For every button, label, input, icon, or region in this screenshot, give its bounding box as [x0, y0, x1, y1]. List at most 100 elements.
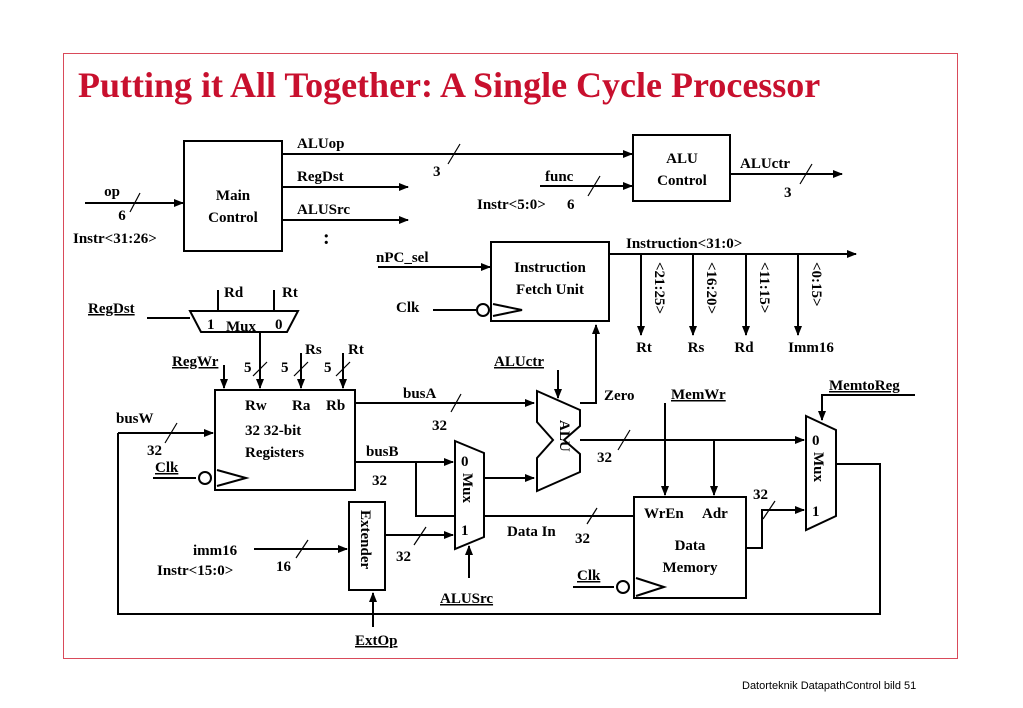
aluctr-width: 3: [784, 185, 792, 201]
op-label: op: [104, 184, 120, 200]
memory-clock-triangle: [635, 577, 668, 597]
aluop-label: ALUop: [297, 136, 345, 152]
instruction-label: Instruction<31:0>: [626, 236, 742, 252]
memory-clk-bubble: [616, 580, 630, 594]
data-memory: [633, 496, 747, 599]
memtoreg-mux-in1: 1: [812, 504, 820, 520]
register-clk-label: Clk: [155, 460, 179, 476]
reg-rs-label: Rs: [305, 342, 322, 358]
alusrc-ctrl-label: ALUSrc: [440, 591, 493, 607]
memory-port-wren: WrEn: [644, 506, 684, 522]
busw-label: busW: [116, 411, 154, 427]
ra-width: 5: [281, 360, 289, 376]
regdst-mux-in1: 1: [207, 317, 215, 333]
alusrc-mux-in1: 1: [461, 523, 469, 539]
rb-width-tick: [335, 361, 351, 377]
memtoreg-ctrl-wire: [818, 394, 915, 421]
busa-label: busA: [403, 386, 437, 402]
func-width-tick: [587, 175, 601, 197]
mux-rd-label: Rd: [224, 285, 244, 301]
datain-label: Data In: [507, 524, 556, 540]
rb-width: 5: [324, 360, 332, 376]
busb-width: 32: [372, 473, 387, 489]
aluop-width: 3: [433, 164, 441, 180]
instr-31-26-label: Instr<31:26>: [73, 231, 157, 247]
port-rw: Rw: [245, 398, 267, 414]
port-ra: Ra: [292, 398, 311, 414]
alusrc-mux: [454, 439, 485, 551]
register-file: [214, 389, 356, 491]
memtoreg-mux-in0: 0: [812, 433, 820, 449]
rw-width: 5: [244, 360, 252, 376]
field-out-rd: Rd: [734, 340, 754, 356]
regdst-mux-label: Mux: [226, 319, 257, 335]
aluctr-input-label: ALUctr: [494, 354, 544, 370]
alu-result-width-tick: [617, 429, 631, 451]
memory-label-2: Memory: [663, 560, 718, 576]
field-range-21-25: <21:25>: [651, 262, 667, 314]
slide-frame: [63, 53, 958, 659]
zero-label: Zero: [604, 388, 635, 404]
register-clk-bubble: [198, 471, 212, 485]
field-out-rs: Rs: [688, 340, 705, 356]
busa-width-tick: [450, 393, 462, 413]
main-control-label-2: Control: [208, 210, 258, 226]
memtoreg-mux: [805, 414, 837, 532]
reg-rt-label: Rt: [348, 342, 364, 358]
register-label-1: 32 32-bit: [245, 423, 301, 439]
alu-result-width: 32: [597, 450, 612, 466]
func-width: 6: [567, 197, 575, 213]
memory-port-adr: Adr: [702, 506, 728, 522]
imm16-width: 16: [276, 559, 292, 575]
fetch-label-1: Instruction: [514, 260, 586, 276]
fetch-label-2: Fetch Unit: [516, 282, 584, 298]
imm16-label: imm16: [193, 543, 238, 559]
register-label-2: Registers: [245, 445, 304, 461]
extender: [348, 501, 386, 591]
memory-out-wire: [747, 506, 805, 549]
memory-label-1: Data: [675, 538, 706, 554]
alu-control-block: [632, 134, 731, 202]
regdst-mux-in0: 0: [275, 317, 283, 333]
memtoreg-ctrl-label: MemtoReg: [829, 378, 900, 394]
datain-width-tick: [586, 507, 598, 525]
memwr-label: MemWr: [671, 387, 726, 403]
field-out-imm16: Imm16: [788, 340, 834, 356]
alu-label: ALU: [556, 420, 572, 452]
busa-width: 32: [432, 418, 447, 434]
regdst-ctrl-label: RegDst: [88, 301, 135, 317]
busw-width-tick: [164, 422, 178, 444]
port-rb: Rb: [326, 398, 345, 414]
slide-footer: Datorteknik DatapathControl bild 51: [742, 680, 917, 692]
aluctr-out-label: ALUctr: [740, 156, 790, 172]
register-clock-triangle: [216, 469, 250, 487]
memory-clk-label: Clk: [577, 568, 601, 584]
memory-out-width-tick: [762, 500, 776, 520]
imm16-width-tick: [295, 539, 309, 559]
alu-control-label-2: Control: [657, 173, 707, 189]
alusrc-out-label: ALUSrc: [297, 202, 350, 218]
alusrc-mux-label: Mux: [459, 473, 475, 504]
main-control-block: [183, 140, 283, 252]
extop-label: ExtOp: [355, 633, 398, 649]
busb-to-datain-wire: [415, 462, 634, 517]
field-out-rt: Rt: [636, 340, 652, 356]
field-range-11-15: <11:15>: [756, 262, 772, 313]
fetch-clock-triangle: [492, 303, 523, 317]
busw-width: 32: [147, 443, 162, 459]
main-control-label-1: Main: [216, 188, 251, 204]
fetch-clk-bubble: [476, 303, 490, 317]
extender-label: Extender: [357, 510, 373, 570]
mux-rt-label: Rt: [282, 285, 298, 301]
writeback-bus: [117, 433, 881, 615]
fetch-clk-label: Clk: [396, 300, 420, 316]
slide-title: Putting it All Together: A Single Cycle …: [78, 65, 821, 105]
alu: [536, 389, 581, 493]
alu-control-label-1: ALU: [666, 151, 698, 167]
alusrc-mux-in0: 0: [461, 454, 469, 470]
instr-5-0-label: Instr<5:0>: [477, 197, 546, 213]
regdst-out-label: RegDst: [297, 169, 344, 185]
memory-out-width: 32: [753, 487, 768, 503]
zero-wire: [580, 324, 600, 404]
